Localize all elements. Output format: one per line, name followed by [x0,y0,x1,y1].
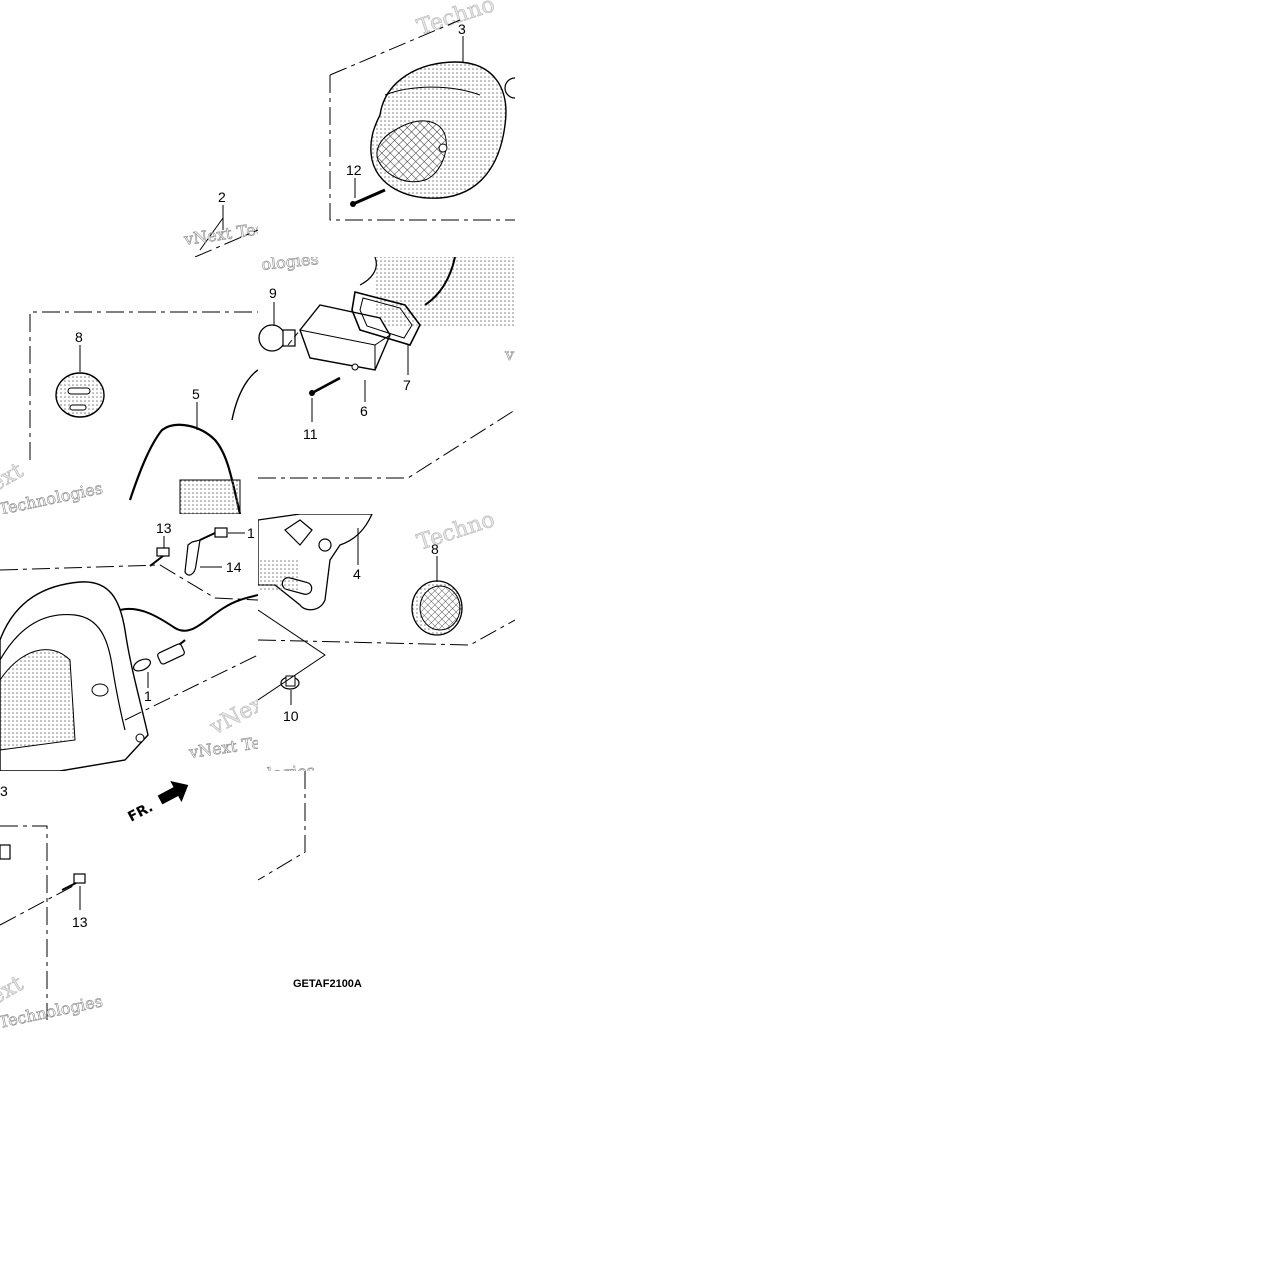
screw-12 [350,188,386,207]
tile-bracket: 4 8 Techno 10 ologies [258,514,515,771]
callout-5: 5 [192,386,200,402]
callout-3-left: 3 [0,783,8,799]
grommet-8-right [411,580,463,636]
connector [157,643,185,665]
drawing-code: GETAF2100A [293,978,362,990]
callout-13-top: 13 [156,520,172,536]
callout-8-right: 8 [431,541,439,557]
callout-12: 12 [346,162,362,178]
gasket-7 [351,291,421,346]
dash-frame-license [258,409,515,479]
bulb-9 [258,324,296,352]
callout-10: 10 [283,708,299,724]
watermark-vnext-lower: vNext [205,687,258,741]
bracket-4 [258,514,373,611]
callout-1-upper: 1 [247,525,255,541]
callout-6: 6 [360,403,368,419]
screw-13-top [149,547,170,567]
taillight-lens [370,61,507,199]
bolt-1-upper [199,527,228,541]
tile-bottom: 3 13 FR. ext Technologies GETAF2100A [0,771,372,1031]
callout-14: 14 [226,559,242,575]
tile-left-top: 8 5 ext Technologies [0,257,258,514]
tile-rear-cowl: 1 13 1 14 vNext vNext Tec [0,514,258,771]
callout-7: 7 [403,377,411,393]
watermark-vnext-tec: vNext Tec [182,219,258,249]
dash-frame-lens [329,75,515,221]
callout-1: 1 [144,688,152,704]
rear-cowl [0,581,149,771]
watermark-techno-mid: Techno [414,514,498,556]
callout-3: 3 [458,21,466,37]
watermark-logies-mid: ologies [260,257,319,274]
watermark-ext-bottom: ext [0,971,28,1010]
front-arrow [157,780,189,805]
tile-license-light: ologies 9 6 [258,257,515,514]
watermark-ext: ext [0,458,28,497]
screw-10 [280,675,300,690]
callout-13-bottom: 13 [72,914,88,930]
wire-harness-5 [128,369,258,514]
callout-9: 9 [269,285,277,301]
screw-13-bottom [61,873,86,891]
dash-frame-bracket [258,619,515,646]
callout-8-left: 8 [75,329,83,345]
front-label: FR. [125,799,155,825]
grommet-8 [55,372,105,418]
screw-11 [309,376,341,396]
tile-lens: Techno 3 12 [258,0,515,257]
callout-2: 2 [218,189,226,205]
tile-callout-2: 2 vNext Tec [170,180,258,257]
stay-14 [184,539,201,576]
watermark-logies-low: ologies [258,761,316,771]
dash-frame-socket [29,311,258,460]
callout-11: 11 [303,426,318,442]
callout-4: 4 [353,566,361,582]
clip-1 [132,658,152,672]
watermark-v-fragment: v [504,345,514,364]
